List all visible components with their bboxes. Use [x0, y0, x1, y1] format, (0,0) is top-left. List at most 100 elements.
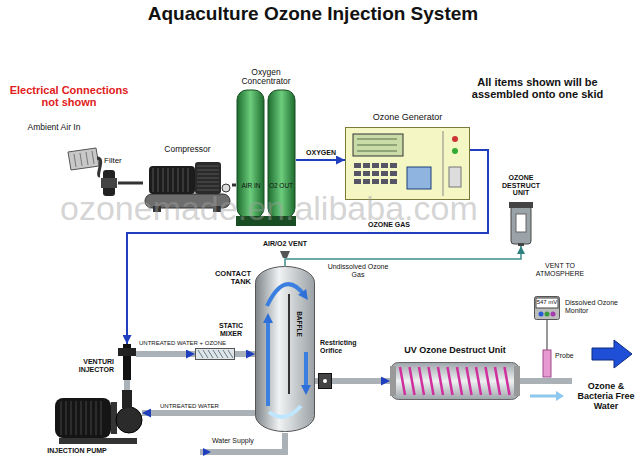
mixer-element [223, 350, 228, 358]
edge-label: Undissolved Ozone Gas [326, 263, 390, 278]
pump-head [195, 162, 221, 194]
water-pipe [235, 351, 255, 357]
tank-shell [256, 267, 315, 432]
mixer-element [198, 350, 203, 358]
head-fin [197, 174, 219, 175]
vent-symbol [280, 251, 290, 258]
key [390, 171, 397, 176]
air-tank [145, 194, 230, 208]
uv-housing [391, 363, 520, 400]
gas-line [118, 182, 143, 185]
head-fin [197, 190, 219, 191]
restricting-orifice-shape [318, 373, 332, 389]
water-pipe [124, 380, 130, 390]
probe-wire [547, 320, 548, 350]
display-line [357, 139, 397, 140]
sieve-bed [237, 90, 264, 218]
water-supply-pipe [200, 433, 285, 452]
end-cap [514, 366, 520, 396]
uv-coil [410, 367, 415, 395]
foot [153, 206, 161, 212]
diagram-title: Aquaculture Ozone Injection System [0, 3, 626, 25]
motor-fin [101, 401, 102, 435]
uv-coil [495, 367, 500, 395]
display-line [357, 151, 397, 152]
motor-fin [96, 401, 97, 435]
lamp [452, 136, 458, 142]
key [381, 171, 388, 176]
motor-fin [61, 401, 62, 435]
motor-fin [86, 401, 87, 435]
motor-fin [66, 401, 67, 435]
panel [407, 167, 431, 189]
uv-coil [486, 367, 491, 395]
motor-fin [173, 168, 174, 192]
mixer-element [218, 350, 223, 358]
injector-tee [118, 348, 136, 356]
key [363, 163, 370, 168]
motor-fin [168, 168, 169, 192]
restricting-orifice: Restricting Orifice [318, 373, 332, 389]
contact-tank-shape [255, 266, 315, 432]
water-pipe [142, 410, 255, 416]
orifice-plate [319, 374, 332, 389]
gas-line [232, 184, 236, 187]
key [372, 179, 379, 184]
display [353, 134, 403, 156]
motor-fin [183, 168, 184, 192]
key [363, 179, 370, 184]
monitor-case [535, 297, 560, 320]
node-label: 547 mV [536, 299, 558, 306]
vent-label: AIR/O2 VENT [255, 240, 315, 248]
outlet [122, 390, 132, 408]
head-fin [197, 178, 219, 179]
edge-label: UNTREATED WATER [160, 403, 219, 410]
head-fin [197, 182, 219, 183]
injection-pump-shape [55, 390, 142, 445]
outlet-arrow [592, 340, 632, 368]
note: Electrical Connections not shown [2, 84, 136, 108]
key [372, 163, 379, 168]
key [354, 171, 361, 176]
node-label: CONTACT TANK [203, 270, 251, 287]
water-pipe [136, 351, 195, 357]
lamp [452, 148, 458, 154]
motor-fin [81, 401, 82, 435]
ozone-destruct-unit-shape [508, 202, 534, 246]
edge-label: OZONE GAS [362, 221, 416, 229]
mixer-element [203, 350, 208, 358]
uv-coil [438, 367, 443, 395]
motor-fin [71, 401, 72, 435]
venturi-injector: VENTURI INJECTOR [118, 344, 136, 380]
foot [213, 206, 221, 212]
display-line [357, 145, 397, 146]
flow-arrow [304, 352, 308, 390]
pipe-label: Water Supply [212, 437, 272, 445]
flow-arrow [203, 448, 211, 456]
ozone-destruct-unit: OZONE DESTRUCT UNIT [508, 202, 534, 246]
uv-coil [429, 367, 434, 395]
flow-arrow [530, 395, 556, 398]
vent-label: VENT TO ATMOSPHERE [534, 262, 586, 277]
end-cap [390, 366, 396, 396]
head-fin [197, 166, 219, 167]
motor-fin [188, 168, 189, 192]
uv-coil [467, 367, 472, 395]
node-label: OZONE DESTRUCT UNIT [500, 174, 542, 197]
head-fin [197, 186, 219, 187]
inlet [518, 243, 524, 246]
motor-fin [153, 168, 154, 192]
monitor-display [536, 298, 558, 308]
water-pipe [332, 378, 390, 384]
divider [443, 131, 444, 196]
housing [511, 206, 531, 244]
uv-coil [505, 367, 510, 395]
mixer-element [208, 350, 213, 358]
motor-fin [178, 168, 179, 192]
gas-line [296, 159, 345, 161]
node-label: INJECTION PUMP [45, 447, 109, 455]
key [372, 171, 379, 176]
uv-coil [400, 367, 405, 395]
uv-coil [419, 367, 424, 395]
gauge [222, 184, 230, 192]
